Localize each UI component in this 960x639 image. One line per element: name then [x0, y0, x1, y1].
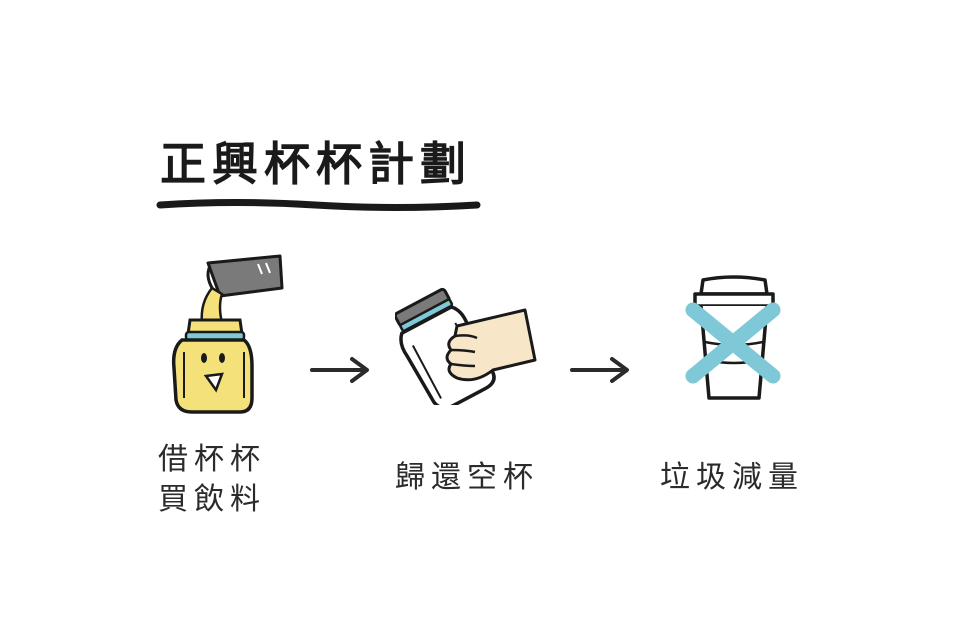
step-label-return: 歸還空杯 [395, 458, 539, 498]
step-label-line: 歸還空杯 [395, 460, 539, 495]
step-label-line: 垃圾減量 [660, 460, 804, 495]
jar-pouring-icon [171, 254, 284, 414]
hand-holding-jar-icon [395, 287, 537, 405]
page-title: 正興杯杯計劃 [160, 137, 472, 191]
step-label-borrow: 借杯杯 買飲料 [158, 440, 266, 520]
arrow-right-icon [310, 357, 369, 383]
arrow-right-icon [570, 357, 629, 383]
crossed-cup-icon [685, 275, 781, 400]
step-label-reduce: 垃圾減量 [660, 458, 804, 498]
title-underline [156, 199, 481, 211]
step-label-line: 借杯杯 [158, 442, 266, 477]
step-label-line: 買飲料 [158, 482, 266, 517]
